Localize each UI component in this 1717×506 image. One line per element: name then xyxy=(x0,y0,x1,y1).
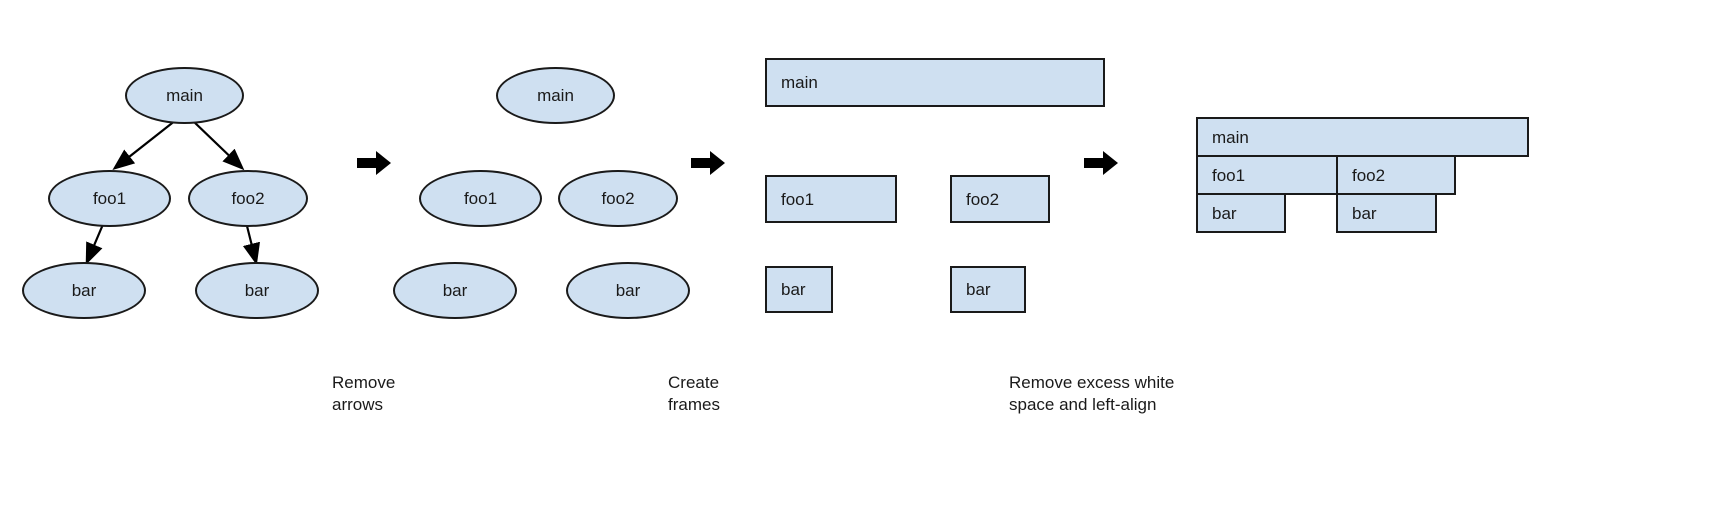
flame-frame-foo2[interactable]: foo2 xyxy=(1336,155,1456,195)
node-label: foo2 xyxy=(601,189,635,208)
node-label: foo2 xyxy=(1352,165,1386,185)
tree-node-foo2[interactable]: foo2 xyxy=(188,170,308,227)
step-arrow-2-icon xyxy=(691,151,725,175)
node-label: bar xyxy=(966,280,991,299)
node-label: bar xyxy=(442,281,468,300)
node-label: bar xyxy=(1352,203,1377,223)
flame-frame-foo1[interactable]: foo1 xyxy=(1196,155,1338,195)
step-arrow-1-icon xyxy=(357,151,391,175)
noarrow-node-main[interactable]: main xyxy=(496,67,615,124)
frame-node-foo1[interactable]: foo1 xyxy=(765,175,897,223)
node-label: foo1 xyxy=(463,189,498,208)
noarrow-node-foo1[interactable]: foo1 xyxy=(419,170,542,227)
node-label: foo1 xyxy=(1212,165,1246,185)
caption-create-frames: Create frames xyxy=(668,373,720,414)
tree-node-bar-right[interactable]: bar xyxy=(195,262,319,319)
flame-frame-main[interactable]: main xyxy=(1196,117,1529,157)
flame-frame-bar-left[interactable]: bar xyxy=(1196,193,1286,233)
frame-node-foo2[interactable]: foo2 xyxy=(950,175,1050,223)
node-label: bar xyxy=(615,281,641,300)
caption-remove-whitespace: Remove excess white space and left-align xyxy=(1009,373,1175,414)
caption-remove-arrows: Remove arrows xyxy=(332,373,396,414)
node-label: main xyxy=(166,86,203,105)
frame-node-bar-left[interactable]: bar xyxy=(765,266,833,313)
node-label: foo2 xyxy=(231,189,265,208)
tree-node-bar-left[interactable]: bar xyxy=(22,262,146,319)
frame-node-main[interactable]: main xyxy=(765,58,1105,107)
node-label: bar xyxy=(244,281,270,300)
node-label: foo2 xyxy=(966,189,1000,209)
noarrow-node-foo2[interactable]: foo2 xyxy=(558,170,678,227)
noarrow-node-bar-right[interactable]: bar xyxy=(566,262,690,319)
step-arrow-3-icon xyxy=(1084,151,1118,175)
node-label: main xyxy=(1212,127,1249,147)
noarrow-node-bar-left[interactable]: bar xyxy=(393,262,517,319)
node-label: bar xyxy=(1212,203,1237,223)
node-label: bar xyxy=(781,280,806,299)
tree-node-main[interactable]: main xyxy=(125,67,244,124)
node-label: bar xyxy=(71,281,97,300)
node-label: foo1 xyxy=(781,189,815,209)
node-label: foo1 xyxy=(92,189,127,208)
node-label: main xyxy=(537,86,574,105)
node-label: main xyxy=(781,73,818,92)
frame-node-bar-right[interactable]: bar xyxy=(950,266,1026,313)
flame-frame-bar-right[interactable]: bar xyxy=(1336,193,1437,233)
tree-node-foo1[interactable]: foo1 xyxy=(48,170,171,227)
